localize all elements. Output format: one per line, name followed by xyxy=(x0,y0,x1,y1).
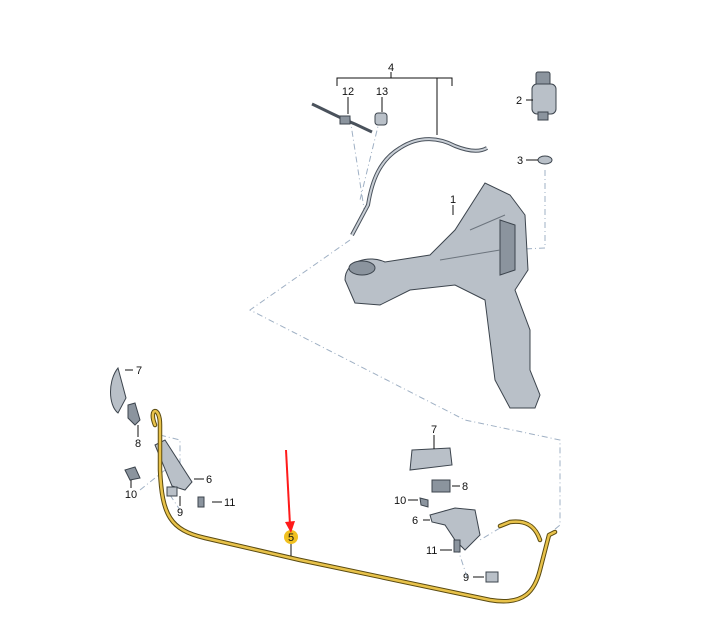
leader-lines xyxy=(125,72,538,578)
connector-13 xyxy=(374,112,388,126)
label-12: 12 xyxy=(342,86,354,98)
left-nut xyxy=(124,466,141,481)
red-arrow xyxy=(285,449,291,526)
label-4: 4 xyxy=(388,62,394,74)
left-nozzle xyxy=(154,439,193,491)
washer-reservoir xyxy=(344,182,541,409)
right-bolt xyxy=(453,539,461,553)
label-3: 3 xyxy=(517,155,523,167)
label-9-left: 9 xyxy=(177,507,183,519)
right-clip xyxy=(485,571,499,583)
highlight-marker xyxy=(284,530,298,544)
right-cap xyxy=(409,447,453,471)
left-clip xyxy=(166,486,178,497)
right-nut xyxy=(419,497,429,508)
label-13: 13 xyxy=(376,86,388,98)
right-nozzle-group xyxy=(409,447,499,583)
label-1: 1 xyxy=(450,194,456,206)
left-cap xyxy=(110,366,127,414)
label-10-right: 10 xyxy=(394,495,406,507)
highlighted-hose xyxy=(150,408,558,604)
label-6-left: 6 xyxy=(206,474,212,486)
label-6-right: 6 xyxy=(412,515,418,527)
left-bolt xyxy=(197,496,205,508)
grommet xyxy=(537,155,553,165)
label-8-left: 8 xyxy=(135,438,141,450)
label-5: 5 xyxy=(288,532,294,544)
label-7-right: 7 xyxy=(431,424,437,436)
right-nozzle xyxy=(429,507,481,551)
label-7-left: 7 xyxy=(136,365,142,377)
label-2: 2 xyxy=(516,95,522,107)
left-nozzle-group xyxy=(110,366,205,508)
right-bracket xyxy=(431,479,451,493)
red-arrow-head xyxy=(285,521,295,533)
left-bracket xyxy=(127,402,141,426)
connector-12-line xyxy=(311,102,373,134)
washer-pump xyxy=(531,71,557,121)
connector-12 xyxy=(339,115,351,125)
label-11-left: 11 xyxy=(224,497,235,509)
label-10-left: 10 xyxy=(125,489,137,501)
label-8-right: 8 xyxy=(462,481,468,493)
label-9-right: 9 xyxy=(463,572,469,584)
label-11-right: 11 xyxy=(426,545,437,557)
